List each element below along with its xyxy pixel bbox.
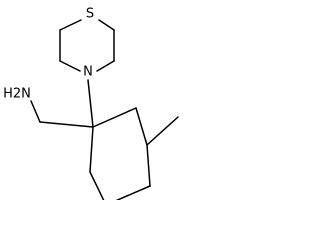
bond-c5-c6-ring [89, 171, 105, 200]
thiomorpholine-ring [59, 19, 115, 72]
bond-c3-c4-ring [146, 144, 151, 187]
bond-c4-s [59, 19, 82, 31]
sulfur-atom-label: S [86, 7, 94, 22]
bond-methyl [146, 116, 179, 146]
bond-c4-c5-ring [115, 185, 151, 200]
bond-ch2-nh2 [30, 100, 41, 123]
cyclohexane-ring [89, 107, 151, 200]
bond-n-quaternary-carbon [87, 79, 94, 128]
bond-c1-c2-ring [92, 107, 137, 128]
amine-group-label: H2N [3, 87, 31, 102]
bond-ch2-quaternary [39, 121, 94, 128]
bond-n-c3 [59, 60, 81, 72]
bond-c2-n [96, 60, 115, 72]
molecule-structure: S N H2N [3, 7, 179, 200]
bond-c6-c1-ring [89, 126, 94, 173]
bond-s-c1 [98, 19, 115, 31]
bond-c2-c3-ring [135, 107, 148, 146]
nitrogen-atom-label: N [83, 65, 93, 80]
